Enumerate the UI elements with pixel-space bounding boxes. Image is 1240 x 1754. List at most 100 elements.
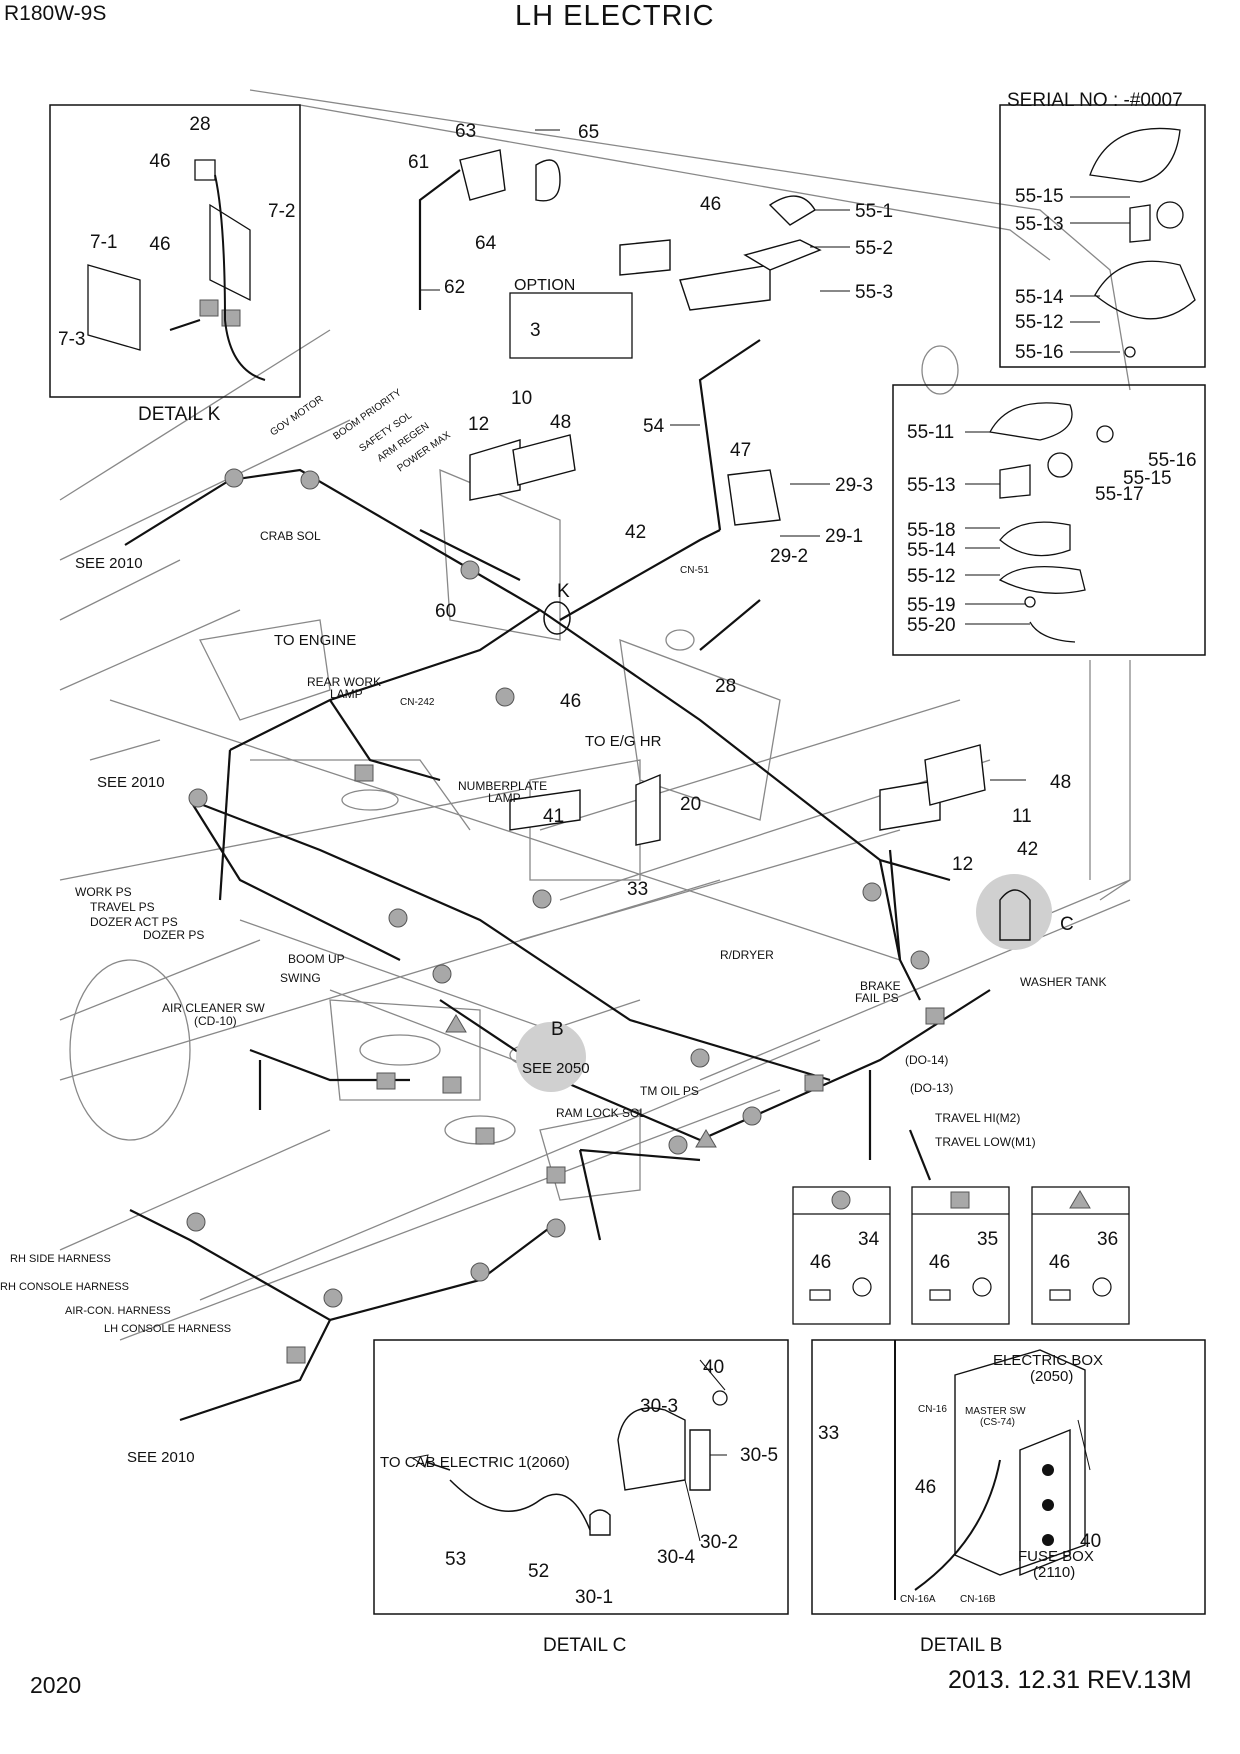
clip-circle-marker [862,882,882,902]
clip-circle-marker [300,470,320,490]
label-travel-low: TRAVEL LOW(M1) [935,1135,1036,1149]
clip-square-marker [804,1074,824,1092]
label-aircon-harness: AIR-CON. HARNESS [65,1305,171,1317]
detail-c-caption: DETAIL C [543,1635,626,1656]
callout-7-3: 7-3 [58,329,85,350]
model-code: R180W-9S [4,2,107,25]
label-air-cleaner-sw: AIR CLEANER SW [162,1001,265,1015]
clip-circle-marker [546,1218,566,1238]
option-panel-frame [509,292,633,359]
label-detail-c-ref: C [1060,914,1074,935]
callout-55-15: 55-15 [1015,186,1064,207]
label-dozer-act-ps: DOZER ACT PS [90,915,178,929]
label-to-engine: TO ENGINE [274,632,356,649]
callout-55-15: 55-15 [1123,468,1172,489]
label-master-sw-2: (CS-74) [980,1417,1015,1428]
callout-46: 46 [149,151,170,172]
label-master-sw: MASTER SW [965,1406,1026,1417]
label-see-2010: SEE 2010 [127,1449,195,1466]
label-work-ps: WORK PS [75,885,132,899]
callout-48: 48 [1050,772,1071,793]
callout-42: 42 [625,522,646,543]
clip-circle-markers [186,468,930,1308]
clip-circle-marker [742,1106,762,1126]
label-lh-console-harness: LH CONSOLE HARNESS [104,1323,231,1335]
callout-10: 10 [511,388,532,409]
label-to-eg-hr: TO E/G HR [585,733,662,750]
label-boom-up: BOOM UP [288,952,345,966]
legend-square-symbol [950,1191,970,1209]
detail-c-text: TO CAB ELECTRIC 1(2060) 40 30-3 30-5 30-… [380,1357,778,1656]
clip-circle-marker [188,788,208,808]
leader-lines [420,129,1130,1542]
page-number: 2020 [30,1672,82,1698]
label-cn-51: CN-51 [680,565,709,576]
label-ram-lock-sol: RAM LOCK SOL [556,1106,646,1120]
callout-55-19: 55-19 [907,595,956,616]
callout-55-12: 55-12 [907,566,956,587]
callout-55-2: 55-2 [855,238,893,259]
callout-55-16: 55-16 [1015,342,1064,363]
callout-65: 65 [578,122,599,143]
legend-circle-symbol [831,1190,851,1210]
callout-33: 33 [818,1423,839,1444]
parts-text: 55-11 55-16 55-15 55-13 55-17 55-18 55-1… [907,422,1197,636]
callout-53: 53 [445,1549,466,1570]
clip-square-marker [354,764,374,782]
callout-30-4: 30-4 [657,1547,695,1568]
clip-square-marker [442,1076,462,1094]
callout-40: 40 [703,1357,724,1378]
components [459,149,986,846]
label-brake-fail-ps: BRAKE [860,979,901,993]
clip-triangle-markers [445,1014,717,1148]
clip-square-marker [286,1346,306,1364]
label-do-13: (DO-13) [910,1081,953,1095]
callout-52: 52 [528,1561,549,1582]
legend-part-36: 36 [1097,1229,1118,1250]
detail-b-caption: DETAIL B [920,1635,1002,1656]
clip-circle-marker [432,964,452,984]
label-dozer-ps: DOZER PS [143,928,204,942]
callout-46: 46 [700,194,721,215]
callout-29-1: 29-1 [825,526,863,547]
clip-square-marker [546,1166,566,1184]
callout-55-12: 55-12 [1015,312,1064,333]
callout-55-1: 55-1 [855,201,893,222]
label-rear-work-lamp-2: LAMP [330,687,363,701]
clip-square-markers [199,299,945,1364]
label-fuse-box: FUSE BOX [1018,1548,1094,1565]
callout-61: 61 [408,152,429,173]
label-brake-fail-ps-2: FAIL PS [855,991,899,1005]
legend-text: 34 46 35 46 36 46 [810,1229,1118,1273]
callout-42: 42 [1017,839,1038,860]
label-air-cleaner-sw-2: (CD-10) [194,1014,237,1028]
callout-54: 54 [643,416,665,437]
clip-square-marker [221,309,241,327]
detail-k-text: 28 46 46 7-1 7-2 7-3 DETAIL K [58,114,295,425]
parts-panel [892,384,1206,656]
callout-46: 46 [149,234,170,255]
label-to-cab-electric: TO CAB ELECTRIC 1(2060) [380,1454,570,1471]
clip-square-marker [199,299,219,317]
detail-b-text: ELECTRIC BOX (2050) CN-16 MASTER SW (CS-… [818,1352,1103,1656]
label-washer-tank: WASHER TANK [1020,975,1106,989]
label-rh-side-harness: RH SIDE HARNESS [10,1253,111,1265]
detail-k-caption: DETAIL K [138,404,221,425]
legend-part-35: 35 [977,1229,998,1250]
callout-55-3: 55-3 [855,282,893,303]
callout-62: 62 [444,277,465,298]
label-do-14: (DO-14) [905,1053,948,1067]
detail-c-panel [373,1339,789,1615]
clip-circle-marker [532,889,552,909]
label-r-dryer: R/DRYER [720,948,774,962]
legend-panels [792,1186,1130,1325]
label-cn-16a: CN-16A [900,1594,936,1605]
detail-b-panel [811,1339,1206,1615]
callout-28: 28 [715,676,736,697]
callout-60: 60 [435,601,456,622]
serial-number-title: SERIAL NO : -#0007 [1007,90,1183,111]
clip-circle-marker [460,560,480,580]
label-see-2050: SEE 2050 [522,1060,590,1077]
clip-square-marker [925,1007,945,1025]
